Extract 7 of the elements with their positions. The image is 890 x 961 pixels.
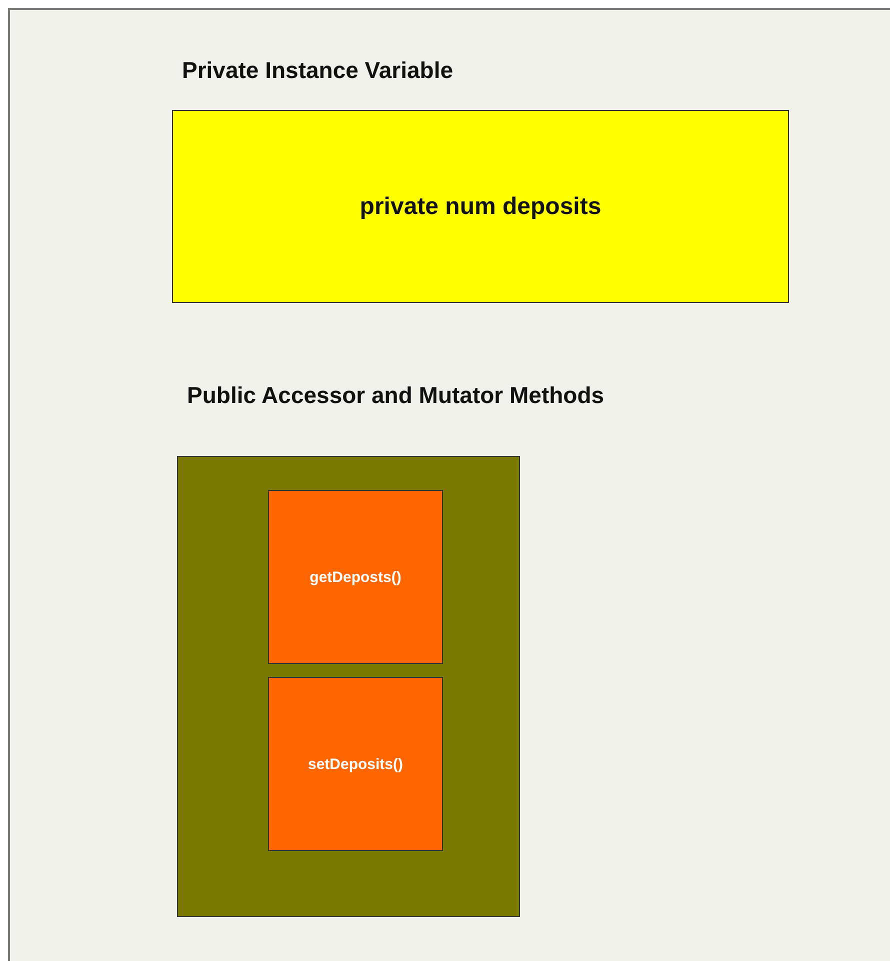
method-box (268, 677, 443, 851)
method-box (268, 490, 443, 664)
section-heading: Public Accessor and Mutator Methods (187, 382, 604, 409)
box-label: private num deposits (360, 192, 602, 220)
section-heading: Private Instance Variable (182, 57, 454, 84)
box-label: getDeposts() (310, 568, 402, 586)
box-label: setDeposits() (308, 756, 404, 772)
